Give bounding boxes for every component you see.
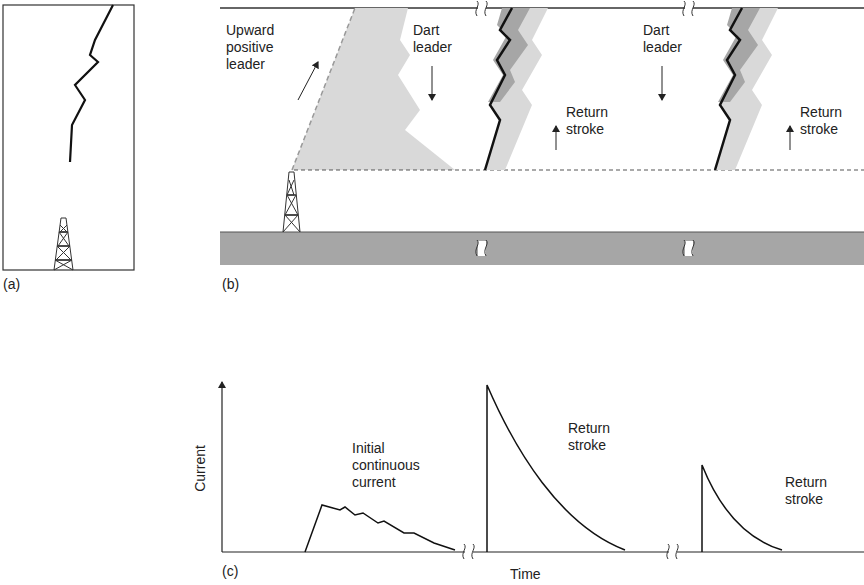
tower-symbol — [283, 172, 300, 232]
tower-legs — [54, 218, 73, 270]
process-label: Return stroke — [566, 104, 626, 138]
break-stroke — [683, 1, 694, 16]
return-stroke-curve — [702, 465, 782, 552]
return-stroke-channel — [486, 8, 548, 170]
lightning-channel — [715, 8, 742, 170]
tower-symbol — [54, 218, 73, 270]
ground-line — [220, 231, 864, 232]
process-label: Return stroke — [800, 104, 860, 138]
dart-leader-channel — [718, 8, 760, 102]
y-axis — [221, 382, 222, 552]
curve-label: Return stroke — [568, 420, 628, 454]
panel-letter: (a) — [3, 276, 43, 293]
tower-bracing — [283, 180, 300, 232]
direction-arrow — [790, 126, 791, 150]
x-axis — [222, 551, 864, 552]
ground-band — [220, 232, 864, 265]
panel-letter: (c) — [222, 563, 262, 580]
return-stroke-curve — [487, 385, 625, 552]
curve-label: Initial continuous current — [352, 440, 442, 491]
process-label: Upward positive leader — [226, 22, 290, 73]
tower-legs — [283, 172, 300, 232]
axis-label: Current — [192, 445, 209, 492]
process-label: Dart leader — [413, 22, 463, 56]
panel-letter: (b) — [222, 276, 262, 293]
direction-arrow — [556, 126, 557, 150]
break-mark — [463, 544, 678, 559]
direction-arrow — [432, 66, 433, 100]
continuous-current-curve — [305, 505, 455, 552]
direction-arrow — [298, 62, 318, 100]
break-stroke — [683, 240, 694, 256]
lightning-channel — [70, 5, 113, 162]
tower-top-level — [294, 169, 864, 170]
break-stroke — [463, 544, 474, 559]
break-stroke — [476, 240, 487, 256]
process-label: Dart leader — [643, 22, 693, 56]
break-stroke — [667, 544, 678, 559]
panel-frame — [3, 5, 134, 270]
dart-leader-channel — [488, 8, 530, 102]
tower-bracing — [54, 225, 73, 270]
lightning-channel — [485, 8, 512, 170]
break-stroke — [476, 1, 487, 16]
direction-arrow — [662, 66, 663, 100]
return-stroke-channel — [716, 8, 778, 170]
curve-label: Return stroke — [785, 474, 845, 508]
break-mark — [476, 1, 694, 256]
axis-label: Time — [510, 566, 570, 583]
leader-tip-line — [292, 8, 355, 170]
